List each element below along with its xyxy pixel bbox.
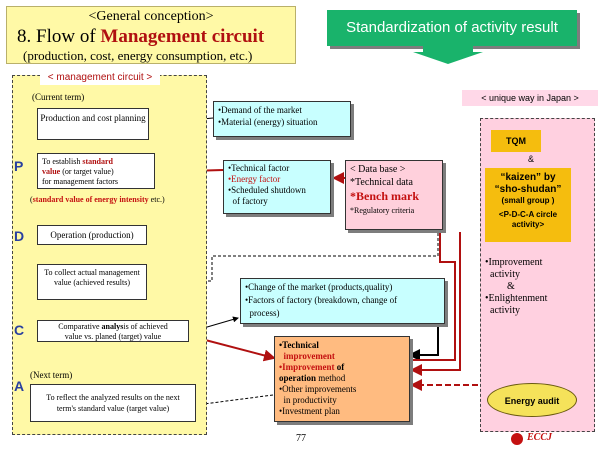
improvement-of: of (334, 362, 345, 372)
eccj-logo-text: ECCJ (527, 432, 553, 443)
note-close: etc.) (148, 195, 165, 204)
pdca-p-label: P (14, 158, 24, 174)
database-item: *Regulatory criteria (350, 206, 415, 215)
note-red: standard value of energy intensity (32, 195, 149, 204)
japan-ampersand: & (528, 154, 535, 164)
technical-item-energy: •Energy factor (228, 174, 281, 184)
change-item: •Change of the market (products,quality) (245, 282, 393, 292)
production-planning-box: Production and cost planning (37, 108, 149, 140)
technical-item: of factory (228, 196, 268, 206)
technical-item: •Technical factor (228, 163, 290, 173)
activity-amp: & (507, 281, 515, 292)
tqm-box: TQM (491, 130, 541, 152)
kaizen-line: “kaizen” by (500, 172, 556, 183)
establish-mid: (or target value) (60, 167, 114, 176)
pdca-c-label: C (14, 322, 25, 338)
note-open: ( (30, 195, 33, 204)
change-item: process) (245, 308, 280, 318)
demand-item: •Demand of the market (218, 105, 302, 115)
establish-value-red: value (42, 167, 61, 176)
improvement-operation-word: operation (279, 373, 316, 383)
database-item: *Technical data (350, 177, 413, 188)
page-title: 8. Flow of Management circuit (17, 26, 264, 48)
operation-box: Operation (production) (37, 225, 147, 245)
unique-way-label: < unique way in Japan > (462, 90, 598, 106)
improvement-activity: •Improvement (485, 257, 543, 268)
improvement-line: •Other improvements (279, 384, 357, 394)
enlightenment-activity: •Enlightenment (485, 293, 548, 304)
improvement-operation: •Improvement of (279, 362, 405, 373)
standardization-banner: Standardization of activity result (327, 10, 577, 46)
improvement-method: operation method (279, 373, 405, 384)
kaizen-line: <P-D-C-A circle (498, 210, 558, 219)
comparative-line2: value vs. planed (target) value (64, 332, 162, 341)
database-benchmark: *Bench mark (350, 189, 419, 203)
improvement-line: improvement (279, 351, 335, 361)
improvement-line: •Investment plan (279, 406, 340, 416)
title-highlight: Management circuit (100, 26, 265, 47)
title-prefix: 8. Flow of (17, 26, 101, 47)
pdca-d-label: D (14, 228, 25, 244)
improvement-line: •Technical (279, 340, 319, 350)
title-box: <General conception> 8. Flow of Manageme… (6, 6, 296, 64)
title-scope: (production, cost, energy consumption, e… (23, 48, 253, 63)
energy-audit-ellipse: Energy audit (487, 383, 577, 417)
kaizen-box: “kaizen” by “sho-shudan” (small group ) … (485, 168, 571, 242)
activity-label: activity (485, 305, 520, 316)
improvement-method-word: method (316, 373, 346, 383)
kaizen-line: “sho-shudan” (494, 184, 562, 195)
current-term-label: (Current term) (32, 92, 85, 102)
change-item: •Factors of factory (breakdown, change o… (245, 295, 398, 305)
eccj-logo-icon (511, 433, 523, 445)
improvement-box: •Technical improvement •Improvement of o… (274, 336, 410, 422)
standard-value-note: (standard value of energy intensity etc.… (30, 195, 165, 204)
pdca-a-label: A (14, 378, 25, 394)
management-circuit-label: < management circuit > (40, 70, 160, 85)
comparative-mid: is of achieved (123, 322, 168, 331)
improvement-red: •Improvement (279, 362, 335, 372)
activity-label: activity (485, 269, 520, 280)
establish-pre: To establish (42, 157, 83, 166)
kaizen-line: activity> (511, 220, 545, 229)
technical-item: •Scheduled shutdown (228, 185, 306, 195)
title-subheading: <General conception> (88, 9, 214, 24)
demand-item: •Material (energy) situation (218, 117, 318, 127)
market-change-box: •Change of the market (products,quality)… (240, 278, 445, 324)
comparative-bold: analys (101, 322, 124, 331)
comparative-pre: Comparative (58, 322, 102, 331)
technical-factor-box: •Technical factor •Energy factor •Schedu… (223, 160, 331, 214)
improvement-line: in productivity (279, 395, 337, 405)
reflect-results-box: To reflect the analyzed results on the n… (30, 384, 196, 422)
establish-post: for management factors (42, 177, 118, 186)
database-title: < Data base > (350, 164, 406, 175)
kaizen-line: (small group ) (501, 196, 555, 205)
database-box: < Data base > *Technical data *Bench mar… (345, 160, 443, 230)
next-term-label: (Next term) (30, 370, 73, 380)
down-arrow-icon (413, 46, 483, 64)
page-number: 77 (296, 433, 306, 444)
market-demand-box: •Demand of the market •Material (energy)… (213, 101, 351, 137)
establish-standard-box: To establish standard value (or target va… (37, 153, 155, 189)
collect-values-box: To collect actual management value (achi… (37, 264, 147, 300)
establish-standard-red: standard (82, 157, 114, 166)
japan-activities: •Improvement activity & •Enlightenment a… (485, 257, 547, 317)
